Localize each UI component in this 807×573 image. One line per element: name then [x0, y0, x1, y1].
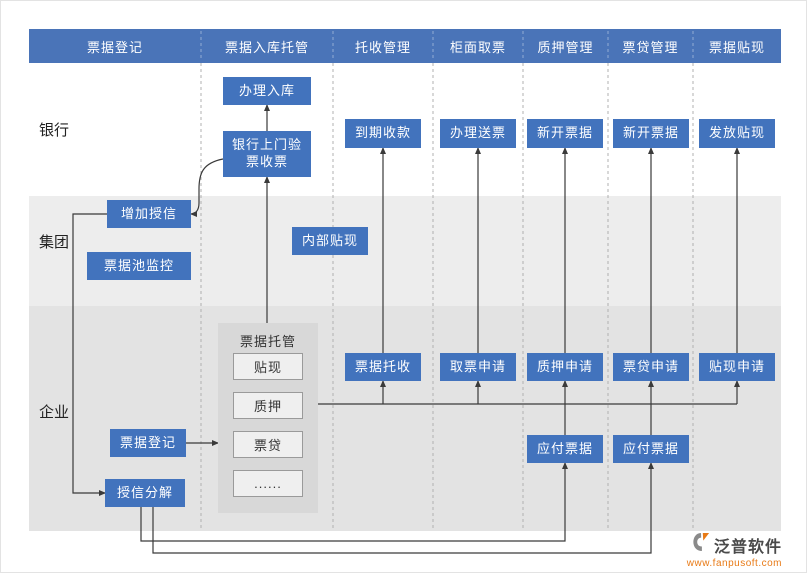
watermark: 泛普软件 www.fanpusoft.com: [687, 532, 782, 569]
node-credit-decomposition: 授信分解: [105, 479, 185, 507]
header-cell-counter-pickup: 柜面取票: [449, 39, 506, 55]
header-cell-warehouse-custody: 票据入库托管: [224, 39, 309, 55]
node-grant-discount: 发放贴现: [699, 119, 775, 148]
header-cell-bill-loan-mgmt: 票贷管理: [622, 39, 679, 55]
custody-item-more: ......: [233, 470, 303, 497]
node-discount-application: 贴现申请: [699, 353, 775, 381]
node-bills-payable-loan: 应付票据: [613, 435, 689, 463]
node-due-receipt: 到期收款: [345, 119, 421, 148]
lane-label-enterprise: 企业: [39, 404, 70, 421]
node-bill-registration-enterprise: 票据登记: [110, 429, 186, 457]
header-cell-bill-registration: 票据登记: [86, 39, 143, 55]
node-new-bill-pledge: 新开票据: [527, 119, 603, 148]
custody-panel-title: 票据托管: [239, 334, 296, 349]
watermark-brand: 泛普软件: [713, 538, 782, 556]
custody-item-discount: 贴现: [233, 353, 303, 380]
node-bills-payable-pledge: 应付票据: [527, 435, 603, 463]
header-cell-collection-mgmt: 托收管理: [354, 39, 411, 55]
node-internal-discount: 内部贴现: [292, 227, 368, 255]
node-loan-application: 票贷申请: [613, 353, 689, 381]
custody-item-loan: 票贷: [233, 431, 303, 458]
node-bank-onsite-verify-collect: 银行上门验票收票: [223, 131, 311, 177]
header-cell-pledge-mgmt: 质押管理: [537, 39, 594, 55]
fanpu-logo-icon: [692, 532, 710, 557]
custody-item-pledge: 质押: [233, 392, 303, 419]
header-cell-bill-discount: 票据贴现: [708, 39, 765, 55]
node-pickup-application: 取票申请: [440, 353, 516, 381]
lane-label-group: 集团: [39, 234, 70, 251]
lane-label-bank: 银行: [39, 122, 70, 139]
watermark-url: www.fanpusoft.com: [686, 558, 782, 569]
node-new-bill-loan: 新开票据: [613, 119, 689, 148]
node-increase-credit: 增加授信: [107, 200, 191, 228]
column-header-bar: 票据登记 票据入库托管 托收管理 柜面取票 质押管理 票贷管理 票据贴现: [29, 29, 781, 63]
node-handle-ticket-delivery: 办理送票: [440, 119, 516, 148]
node-pledge-application: 质押申请: [527, 353, 603, 381]
node-handle-warehousing: 办理入库: [223, 77, 311, 105]
node-bill-pool-monitor: 票据池监控: [87, 252, 191, 280]
custody-panel: 票据托管 贴现 质押 票贷 ......: [218, 323, 318, 513]
node-bill-collection: 票据托收: [345, 353, 421, 381]
